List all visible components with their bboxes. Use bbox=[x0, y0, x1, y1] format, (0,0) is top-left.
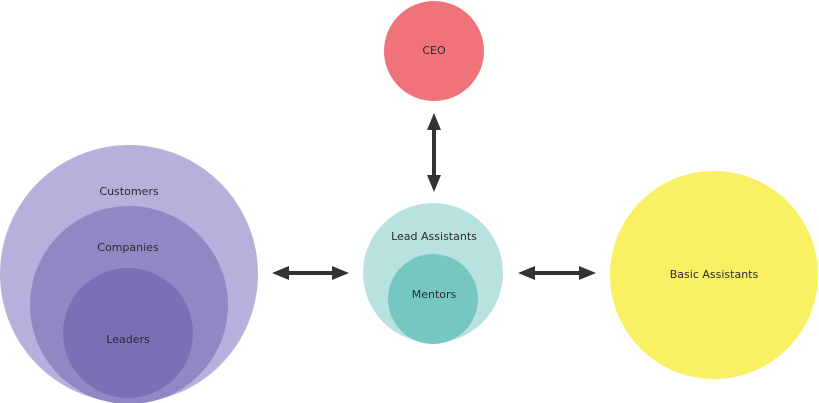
mentors-circle bbox=[388, 254, 478, 344]
ceo-label: CEO bbox=[422, 44, 446, 57]
arrow-head-down bbox=[427, 175, 441, 192]
lead-basic-assistants-arrow bbox=[518, 266, 596, 280]
leaders-label: Leaders bbox=[106, 333, 150, 346]
ceo-circle bbox=[384, 1, 484, 101]
lead-assistants-label: Lead Assistants bbox=[391, 230, 477, 243]
arrow-head-left bbox=[518, 266, 535, 280]
basic-assistants-circle bbox=[610, 171, 818, 379]
leaders-circle bbox=[63, 268, 193, 398]
mentors-label: Mentors bbox=[412, 288, 457, 301]
customers-label: Customers bbox=[99, 185, 158, 198]
basic-assistants-label: Basic Assistants bbox=[670, 268, 759, 281]
arrow-head-right bbox=[332, 266, 349, 280]
ceo-lead-assistants-arrow bbox=[427, 113, 441, 192]
arrow-head-left bbox=[272, 266, 289, 280]
customers-lead-assistants-arrow bbox=[272, 266, 349, 280]
companies-label: Companies bbox=[97, 241, 159, 254]
arrow-head-right bbox=[579, 266, 596, 280]
arrow-head-up bbox=[427, 113, 441, 130]
